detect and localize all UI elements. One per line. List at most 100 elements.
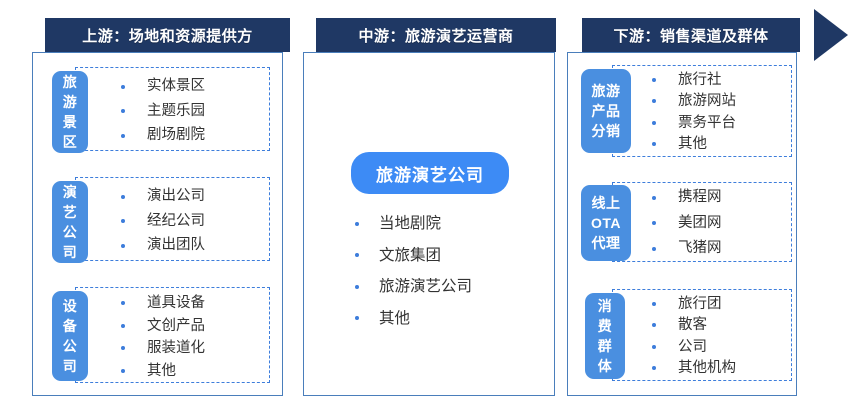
list-item: 其他 (121, 362, 261, 379)
list-item: 剧场剧院 (121, 128, 261, 143)
list-item: 文旅集团 (355, 246, 545, 264)
item-label: 美团网 (678, 214, 722, 231)
item-label: 经纪公司 (147, 212, 205, 229)
tag-line: 旅 (62, 74, 78, 90)
bullet-icon (355, 316, 359, 321)
upstream-group-3: 设 备 公 司 道具设备 文创产品 服装道化 其他 (33, 273, 284, 397)
list-item: 公司 (652, 338, 792, 355)
item-label: 文旅集团 (379, 246, 442, 264)
downstream-group-2-tag[interactable]: 线上 OTA 代理 (581, 185, 631, 261)
midstream-panel: 旅游演艺公司 当地剧院 文旅集团 旅游演艺公司 其他 (303, 52, 555, 396)
item-label: 旅游演艺公司 (379, 278, 473, 295)
bullet-icon (121, 346, 125, 351)
bullet-icon (652, 344, 656, 349)
bullet-icon (121, 84, 125, 89)
downstream-group-1: 旅游 产品 分销 旅行社 旅游网站 票务平台 其他 (568, 53, 798, 171)
tag-line: 费 (597, 318, 613, 334)
list-item: 旅行社 (652, 71, 792, 88)
tag-line: 旅游 (591, 83, 621, 99)
tag-line: 线上 (591, 195, 621, 211)
upstream-group-2: 演 艺 公 司 演出公司 经纪公司 演出团队 (33, 163, 284, 273)
list-item: 票务平台 (652, 114, 792, 131)
item-label: 当地剧院 (379, 215, 442, 232)
item-label: 道具设备 (147, 295, 205, 311)
upstream-group-2-tag[interactable]: 演 艺 公 司 (52, 181, 88, 263)
downstream-panel: 旅游 产品 分销 旅行社 旅游网站 票务平台 其他 线上 OTA 代理 携程网 … (567, 52, 797, 396)
upstream-group-3-items: 道具设备 文创产品 服装道化 其他 (121, 291, 261, 383)
bullet-icon (355, 221, 359, 226)
midstream-items: 当地剧院 文旅集团 旅游演艺公司 其他 (355, 216, 545, 326)
list-item: 道具设备 (121, 296, 261, 311)
list-item: 其他 (355, 309, 545, 327)
bullet-icon (121, 133, 125, 138)
tag-line: 备 (62, 318, 78, 334)
tag-line: 司 (62, 244, 78, 260)
tag-line: 区 (62, 134, 78, 150)
item-label: 实体景区 (147, 78, 205, 95)
upstream-group-1: 旅 游 景 区 实体景区 主题乐园 剧场剧院 (33, 53, 284, 163)
tag-line: 代理 (591, 235, 621, 251)
midstream-company-pill[interactable]: 旅游演艺公司 (351, 152, 509, 194)
tag-line: 演 (62, 184, 78, 200)
chain-banner: 上游：场地和资源提供方 中游：旅游演艺运营商 下游：销售渠道及群体 (0, 0, 865, 61)
bullet-icon (652, 77, 656, 82)
list-item: 其他 (652, 137, 792, 152)
list-item: 主题乐园 (121, 104, 261, 119)
list-item: 经纪公司 (121, 214, 261, 229)
downstream-group-3: 消 费 群 体 旅行团 散客 公司 其他机构 (568, 281, 798, 397)
tag-line: 公 (62, 224, 78, 240)
upstream-group-3-tag[interactable]: 设 备 公 司 (52, 291, 88, 381)
item-label: 演出团队 (147, 237, 205, 254)
item-label: 其他 (147, 362, 176, 379)
tag-line: OTA (590, 215, 621, 231)
banner-band-midstream (316, 18, 556, 52)
item-label: 旅行社 (678, 71, 722, 88)
right-arrow-icon (814, 9, 848, 61)
bullet-icon (121, 109, 125, 113)
banner-label-midstream: 中游：旅游演艺运营商 (358, 27, 514, 45)
bullet-icon (652, 221, 656, 225)
downstream-group-3-tag[interactable]: 消 费 群 体 (585, 293, 625, 379)
item-label: 飞猪网 (678, 240, 722, 257)
item-label: 旅行团 (678, 295, 722, 312)
list-item: 散客 (652, 318, 792, 333)
upstream-group-1-tag[interactable]: 旅 游 景 区 (52, 71, 88, 153)
bullet-icon (652, 366, 656, 371)
item-label: 剧场剧院 (147, 127, 205, 144)
downstream-group-1-tag[interactable]: 旅游 产品 分销 (581, 69, 631, 153)
item-label: 其他 (678, 136, 707, 152)
item-label: 其他 (379, 309, 411, 327)
upstream-group-1-items: 实体景区 主题乐园 剧场剧院 (121, 71, 261, 151)
downstream-group-2-items: 携程网 美团网 飞猪网 (652, 185, 792, 261)
bullet-icon (652, 301, 656, 306)
item-label: 服装道化 (147, 340, 205, 356)
tag-line: 公 (62, 338, 78, 354)
banner-notch-3-top (800, 18, 814, 27)
tag-line: 群 (597, 338, 613, 354)
banner-band-downstream (582, 18, 800, 52)
tag-line: 设 (62, 298, 78, 314)
bullet-icon (121, 323, 125, 328)
tag-line: 景 (62, 114, 78, 130)
banner-label-upstream: 上游：场地和资源提供方 (82, 27, 253, 45)
item-label: 票务平台 (678, 114, 736, 131)
item-label: 公司 (678, 338, 707, 355)
tag-line: 消 (597, 298, 613, 314)
item-label: 旅游网站 (678, 93, 736, 109)
banner-notch-3-bottom (800, 43, 814, 52)
bullet-icon (121, 194, 125, 199)
list-item: 演出公司 (121, 189, 261, 204)
list-item: 旅行团 (652, 295, 792, 312)
banner-notch-1-mid (300, 18, 308, 52)
banner-notch-2-mid (566, 18, 574, 52)
bullet-icon (652, 195, 656, 200)
bullet-icon (652, 323, 656, 328)
bullet-icon (355, 253, 359, 258)
tag-line: 司 (62, 358, 78, 374)
bullet-icon (652, 99, 656, 104)
list-item: 美团网 (652, 216, 792, 231)
banner-label-downstream: 下游：销售渠道及群体 (613, 27, 769, 45)
list-item: 演出团队 (121, 238, 261, 253)
list-item: 实体景区 (121, 79, 261, 94)
list-item: 携程网 (652, 190, 792, 205)
